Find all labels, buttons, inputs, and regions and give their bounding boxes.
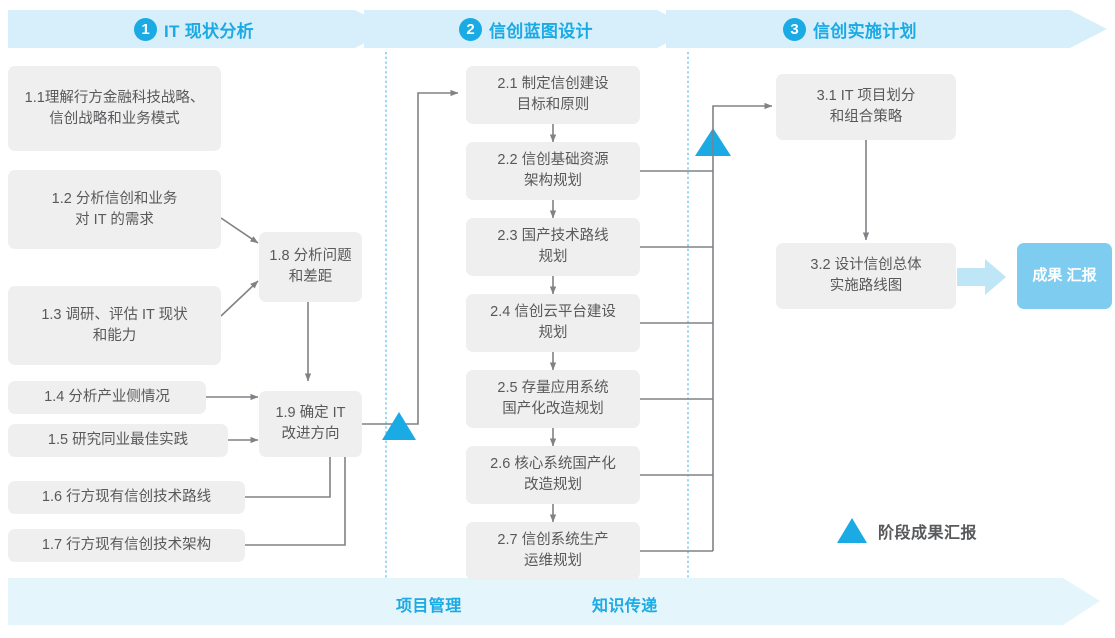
phase-header-2[interactable]: 2 信创蓝图设计 xyxy=(459,10,593,48)
node-1-8-line2: 和差距 xyxy=(288,269,333,285)
node-2-2-line2: 架构规划 xyxy=(524,173,582,189)
node-1-2-line2: 对 IT 的需求 xyxy=(75,211,154,228)
phase-band-1 xyxy=(8,10,392,48)
node-2-3[interactable]: 2.3 国产技术路线 规划 xyxy=(466,218,640,276)
node-2-4[interactable]: 2.4 信创云平台建设 规划 xyxy=(466,294,640,352)
node-1-1-line1: 1.1理解行方金融科技战略、 xyxy=(24,89,205,106)
bottom-band-label-1[interactable]: 项目管理 xyxy=(396,598,462,615)
result-line2: 汇报 xyxy=(1066,267,1097,285)
edge-1-3-to-1-8 xyxy=(220,280,259,317)
node-1-3[interactable]: 1.3 调研、评估 IT 现状 和能力 xyxy=(8,286,221,365)
node-1-7[interactable]: 1.7 行方现有信创技术架构 xyxy=(8,529,245,562)
node-3-2[interactable]: 3.2 设计信创总体 实施路线图 xyxy=(776,243,956,309)
node-2-3-line1: 2.3 国产技术路线 xyxy=(497,228,609,245)
node-1-1[interactable]: 1.1理解行方金融科技战略、 信创战略和业务模式 xyxy=(8,66,221,151)
node-1-9-line1: 1.9 确定 IT xyxy=(275,405,346,422)
legend-label: 阶段成果汇报 xyxy=(878,524,978,542)
node-2-7-line2: 运维规划 xyxy=(524,553,582,569)
edge-1-9-to-2-1 xyxy=(362,89,459,425)
node-3-2-line1: 3.2 设计信创总体 xyxy=(810,257,922,274)
node-2-2-line1: 2.2 信创基础资源 xyxy=(497,152,609,169)
lane-dividers xyxy=(385,52,689,578)
node-1-7-line1: 1.7 行方现有信创技术架构 xyxy=(41,537,212,554)
node-1-6[interactable]: 1.6 行方现有信创技术路线 xyxy=(8,481,245,514)
node-2-3-line2: 规划 xyxy=(538,249,568,265)
bottom-band-label-2[interactable]: 知识传递 xyxy=(592,598,658,615)
result-line1: 成果 xyxy=(1032,267,1063,285)
phase1-connectors xyxy=(206,217,346,546)
node-2-1-line1: 2.1 制定信创建设 xyxy=(497,76,609,93)
result-arrow-icon xyxy=(957,259,1006,295)
node-1-2-line1: 1.2 分析信创和业务 xyxy=(51,190,178,207)
node-2-6-line1: 2.6 核心系统国产化 xyxy=(490,456,616,473)
node-3-1-line1: 3.1 IT 项目划分 xyxy=(816,88,916,105)
node-2-4-line2: 规划 xyxy=(538,325,568,341)
node-1-3-line1: 1.3 调研、评估 IT 现状 xyxy=(41,306,188,323)
phase-band-2 xyxy=(364,10,694,48)
phase-header-1[interactable]: 1 IT 现状分析 xyxy=(134,10,254,48)
node-1-5[interactable]: 1.5 研究同业最佳实践 xyxy=(8,424,228,457)
node-3-1[interactable]: 3.1 IT 项目划分 和组合策略 xyxy=(776,74,956,140)
phase2-collector-rail xyxy=(640,155,714,552)
node-2-7-line1: 2.7 信创系统生产 xyxy=(497,532,609,549)
node-2-1-line2: 目标和原则 xyxy=(516,97,590,113)
phase-header-3[interactable]: 3 信创实施计划 xyxy=(783,10,917,48)
triangle-up-icon xyxy=(837,518,867,543)
phase-title-3: 信创实施计划 xyxy=(813,21,917,41)
node-3-1-line2: 和组合策略 xyxy=(829,109,903,125)
node-2-5-line1: 2.5 存量应用系统 xyxy=(497,380,609,397)
phase-band-3 xyxy=(666,10,1107,48)
node-1-4-line1: 1.4 分析产业侧情况 xyxy=(44,389,170,406)
phase-header-band xyxy=(8,10,1107,48)
node-2-5[interactable]: 2.5 存量应用系统 国产化改造规划 xyxy=(466,370,640,428)
phase-number-2: 2 xyxy=(459,17,482,41)
node-3-2-line2: 实施路线图 xyxy=(829,278,903,294)
node-2-6-line2: 改造规划 xyxy=(524,477,582,493)
node-2-4-line1: 2.4 信创云平台建设 xyxy=(490,304,616,321)
node-1-9[interactable]: 1.9 确定 IT 改进方向 xyxy=(259,391,362,457)
node-2-1[interactable]: 2.1 制定信创建设 目标和原则 xyxy=(466,66,640,124)
phase-title-2: 信创蓝图设计 xyxy=(489,21,593,41)
node-1-9-line2: 改进方向 xyxy=(281,426,340,442)
result-report-chip[interactable]: 成果 汇报 xyxy=(1017,243,1112,309)
phase-number-3: 3 xyxy=(783,17,806,41)
node-2-2[interactable]: 2.2 信创基础资源 架构规划 xyxy=(466,142,640,200)
node-1-4[interactable]: 1.4 分析产业侧情况 xyxy=(8,381,206,414)
edge-1-7-to-1-9 xyxy=(245,456,346,546)
legend-milestone: 阶段成果汇报 xyxy=(837,518,977,543)
node-1-6-line1: 1.6 行方现有信创技术路线 xyxy=(41,489,212,506)
node-2-5-line2: 国产化改造规划 xyxy=(502,401,604,417)
edge-1-2-to-1-8 xyxy=(220,217,259,244)
node-1-8[interactable]: 1.8 分析问题 和差距 xyxy=(259,232,362,302)
phase-title-1: IT 现状分析 xyxy=(164,21,254,41)
edge-phase2-to-3-1 xyxy=(712,102,773,156)
bottom-band xyxy=(8,578,1100,625)
node-2-7[interactable]: 2.7 信创系统生产 运维规划 xyxy=(466,522,640,580)
node-1-2[interactable]: 1.2 分析信创和业务 对 IT 的需求 xyxy=(8,170,221,249)
edge-1-6-to-1-9 xyxy=(245,456,331,498)
node-1-3-line2: 和能力 xyxy=(92,327,137,344)
node-2-6[interactable]: 2.6 核心系统国产化 改造规划 xyxy=(466,446,640,504)
node-1-8-line1: 1.8 分析问题 xyxy=(269,248,352,265)
node-1-1-line2: 信创战略和业务模式 xyxy=(49,110,180,127)
node-1-5-line1: 1.5 研究同业最佳实践 xyxy=(47,432,189,449)
milestone-triangle-phase1 xyxy=(382,412,416,440)
phase-number-1: 1 xyxy=(134,17,157,41)
